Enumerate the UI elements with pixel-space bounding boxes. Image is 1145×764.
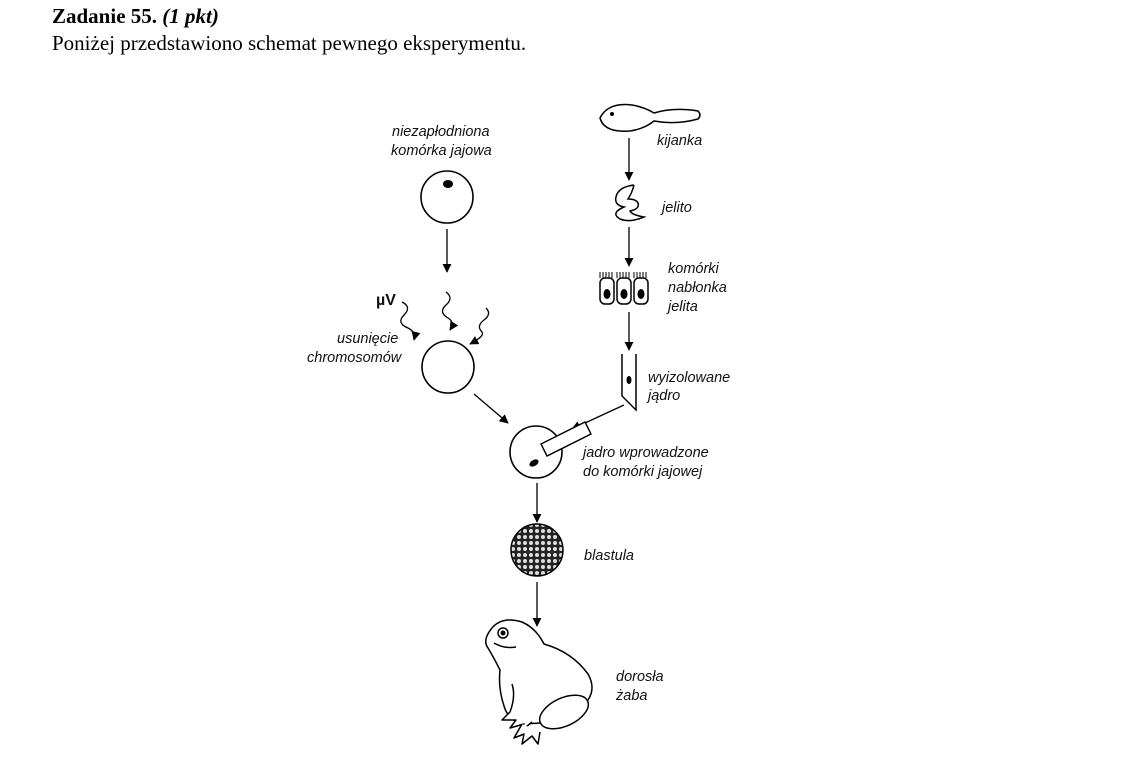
recipient-egg xyxy=(509,421,592,479)
task-intro: Poniżej przedstawiono schemat pewnego ek… xyxy=(52,31,527,55)
egg-label-line2: komórka jajowa xyxy=(391,143,492,159)
uv-rays: µV xyxy=(376,291,490,345)
enucleated-egg xyxy=(421,340,475,394)
arrow-enucleated-to-recipient xyxy=(473,393,509,424)
nucleus-label-line1: wyizolowane xyxy=(648,370,730,386)
blastula-icon xyxy=(510,523,564,577)
epithelium-label-line2: nabłonka xyxy=(668,280,727,296)
frog-icon xyxy=(485,619,593,745)
transfer-label-line1: jadro wprowadzone xyxy=(581,445,709,461)
gut-icon xyxy=(614,184,647,222)
gut-label: jelito xyxy=(660,200,692,216)
frog-label-line1: dorosła xyxy=(616,669,664,685)
epithelium-cells-icon xyxy=(599,272,649,305)
removal-label-line2: chromosomów xyxy=(307,350,403,366)
tadpole-label: kijanka xyxy=(657,133,702,149)
removal-label-line1: usunięcie xyxy=(337,331,398,347)
unfertilized-egg xyxy=(420,170,474,224)
transfer-label-line2: do komórki jajowej xyxy=(583,464,703,480)
blastula-label: blastula xyxy=(584,548,634,564)
nucleus-label-line2: jądro xyxy=(646,388,680,404)
epithelium-label-line1: komórki xyxy=(668,261,720,277)
uv-label: µV xyxy=(376,292,396,309)
task-title: Zadanie 55. (1 pkt) xyxy=(52,4,219,29)
epithelium-label-line3: jelita xyxy=(666,299,698,315)
task-number: Zadanie 55. xyxy=(52,4,158,28)
pipette-with-nucleus-icon xyxy=(621,354,637,412)
task-points: (1 pkt) xyxy=(162,4,219,28)
tadpole-icon xyxy=(599,103,701,132)
frog-label-line2: żaba xyxy=(615,688,647,704)
egg-label-line1: niezapłodniona xyxy=(392,124,490,140)
